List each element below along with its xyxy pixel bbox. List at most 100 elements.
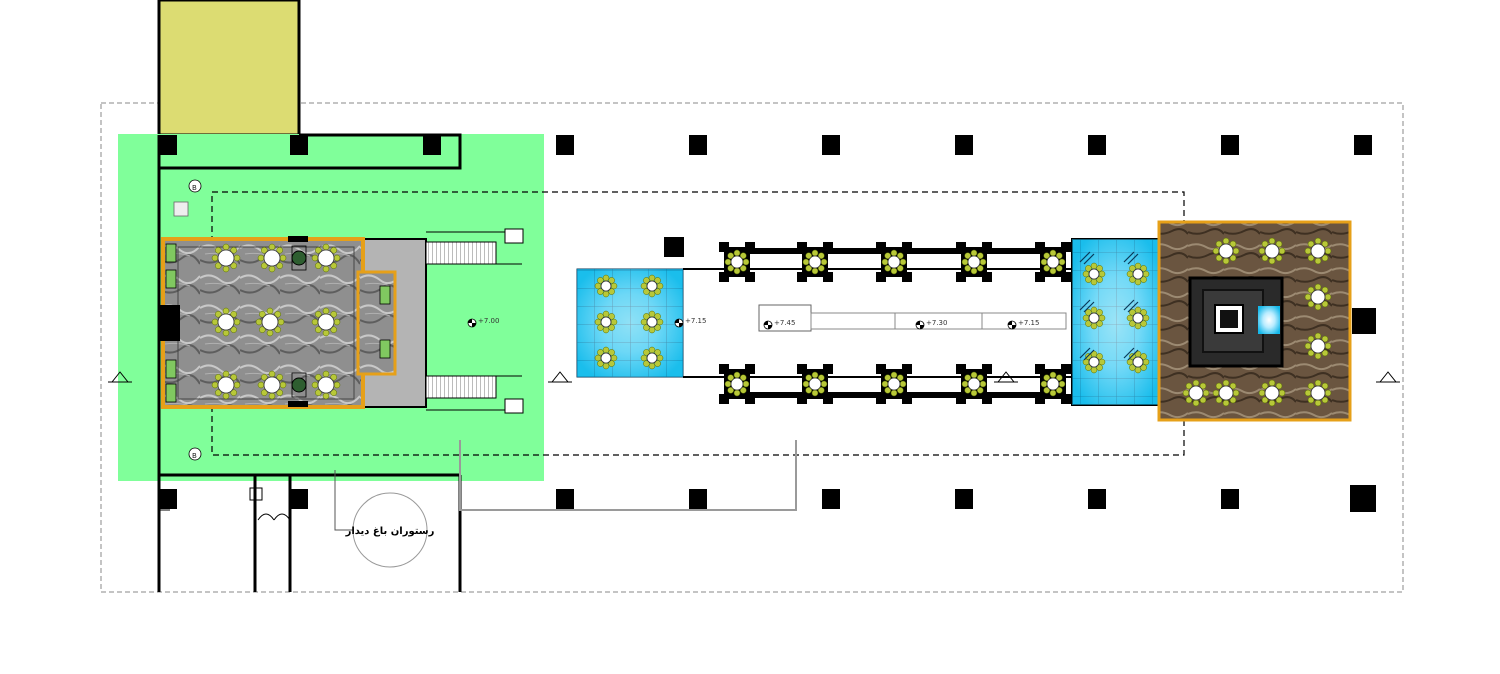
chair (1096, 364, 1103, 371)
chair (1314, 332, 1322, 340)
chair (1222, 237, 1230, 245)
dynamic-layer (173, 179, 1332, 461)
chair (259, 311, 266, 318)
chair (1321, 382, 1329, 390)
chair (1134, 322, 1142, 330)
chair (222, 243, 230, 251)
chair (1129, 276, 1136, 283)
chair (1212, 389, 1220, 397)
chair (1304, 293, 1312, 301)
chair (897, 265, 904, 272)
chair (330, 389, 337, 396)
chair (279, 254, 287, 262)
dining-table (730, 377, 744, 391)
chair (602, 362, 610, 370)
chair (261, 374, 268, 381)
chair (1202, 389, 1210, 397)
chair (648, 362, 656, 370)
chair (740, 252, 747, 259)
section-letter: B (192, 452, 197, 460)
level-mark-label: +7.45 (774, 319, 795, 327)
chair (656, 318, 664, 326)
chair (315, 262, 322, 269)
chair (1314, 283, 1322, 291)
chair (733, 267, 741, 275)
chair (597, 360, 604, 367)
chair (222, 392, 230, 400)
level-mark-label: +7.30 (926, 319, 947, 327)
chair (1058, 258, 1066, 266)
left-stairs (425, 228, 524, 414)
chair (222, 370, 230, 378)
chair (1134, 262, 1142, 270)
chair (1082, 270, 1090, 278)
chair (740, 374, 747, 381)
chair (742, 380, 750, 388)
chair (315, 247, 322, 254)
dining-table (1132, 312, 1144, 324)
chair (1098, 358, 1106, 366)
chair (1043, 265, 1050, 272)
pool-hatch (1123, 251, 1139, 265)
chair (1321, 286, 1329, 294)
level-mark-icon (916, 321, 924, 329)
dining-table (1218, 385, 1234, 401)
chair (1090, 278, 1098, 286)
chair (1049, 371, 1057, 379)
chair (222, 329, 230, 337)
section-letter: B (192, 184, 197, 192)
chair (1275, 396, 1283, 404)
chair (1140, 320, 1147, 327)
chair (802, 380, 810, 388)
chair (1043, 374, 1050, 381)
chair (1129, 320, 1136, 327)
chair (315, 374, 322, 381)
chair (230, 326, 237, 333)
chair (333, 254, 341, 262)
chair (1199, 382, 1207, 390)
chair (970, 267, 978, 275)
chair (330, 262, 337, 269)
chair (255, 318, 263, 326)
chair (315, 326, 322, 333)
dining-table (217, 313, 235, 331)
dining-table (600, 280, 612, 292)
chair (811, 267, 819, 275)
chair (1258, 247, 1266, 255)
chair (1314, 237, 1322, 245)
chair (727, 374, 734, 381)
chair (1314, 303, 1322, 311)
chair (654, 360, 661, 367)
chair (1304, 247, 1312, 255)
chair (330, 326, 337, 333)
chair (724, 380, 732, 388)
chair (881, 258, 889, 266)
chair (970, 389, 978, 397)
dining-table (1218, 243, 1234, 259)
dining-table (317, 249, 335, 267)
chair (964, 265, 971, 272)
chair (315, 311, 322, 318)
chair (259, 326, 266, 333)
chair (1098, 314, 1106, 322)
chair (1056, 387, 1063, 394)
chair (602, 346, 610, 354)
site-boundary (100, 102, 1404, 593)
chair (1307, 286, 1315, 294)
chair (215, 247, 222, 254)
chair (964, 252, 971, 259)
chair (1215, 396, 1223, 404)
chair (964, 387, 971, 394)
chair (1134, 366, 1142, 374)
chair (640, 318, 648, 326)
chair (820, 380, 828, 388)
chair (1185, 396, 1193, 404)
chair (1268, 399, 1276, 407)
chair (1096, 353, 1103, 360)
chair (1304, 342, 1312, 350)
chair (979, 380, 987, 388)
chair (261, 247, 268, 254)
chair (1142, 270, 1150, 278)
chair (740, 265, 747, 272)
chair (608, 313, 615, 320)
